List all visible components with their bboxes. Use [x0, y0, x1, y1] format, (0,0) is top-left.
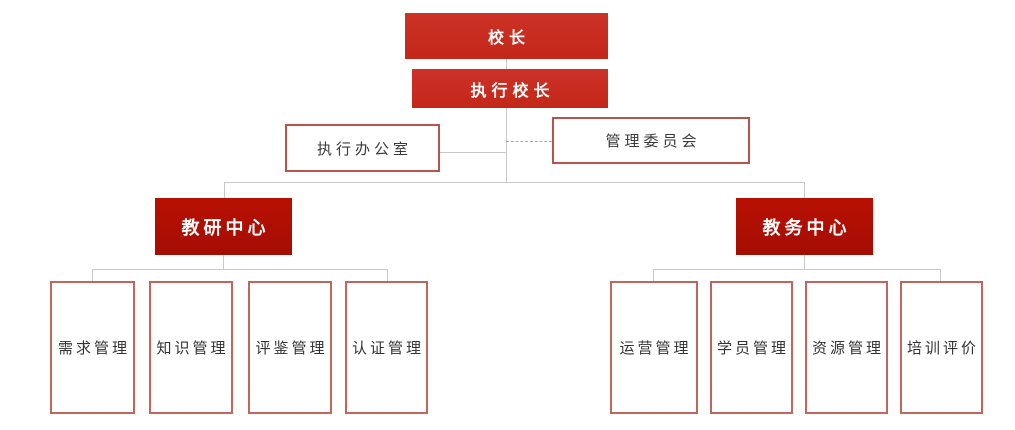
dept-evaluation-mgmt-node: 评鉴管理: [248, 281, 332, 414]
exec-office-node: 执行办公室: [285, 124, 440, 172]
research-center-node: 教研中心: [155, 198, 292, 255]
connector-research-down: [223, 255, 224, 269]
connector-academic-distribution: [653, 269, 941, 270]
connector-principal-exec: [506, 59, 507, 69]
connector-main-distribution: [224, 182, 804, 183]
connector-stub-dept-demand: [92, 269, 93, 281]
dept-resource-mgmt-node: 资源管理: [805, 281, 888, 414]
connector-exec-office: [440, 152, 506, 153]
exec-principal-node: 执行校长: [412, 69, 608, 108]
principal-node: 校长: [405, 13, 608, 59]
dept-demand-mgmt-node: 需求管理: [50, 281, 135, 414]
connector-research-distribution: [92, 269, 388, 270]
connector-exec-trunk: [506, 108, 507, 182]
connector-stub-academic-center: [804, 182, 805, 198]
mgmt-committee-node: 管理委员会: [552, 117, 750, 164]
dept-certification-mgmt-node: 认证管理: [345, 281, 428, 414]
dept-operations-mgmt-node: 运营管理: [610, 281, 698, 414]
connector-stub-dept-certification: [387, 269, 388, 281]
connector-stub-dept-operations: [653, 269, 654, 281]
dept-knowledge-mgmt-node: 知识管理: [149, 281, 233, 414]
academic-center-node: 教务中心: [736, 198, 873, 255]
dept-training-eval-node: 培训评价: [900, 281, 983, 414]
dept-student-mgmt-node: 学员管理: [710, 281, 793, 414]
connector-stub-research-center: [224, 182, 225, 198]
connector-academic-down: [804, 255, 805, 269]
connector-mgmt-committee-dashed: [506, 141, 552, 142]
connector-stub-dept-training-eval: [940, 269, 941, 281]
